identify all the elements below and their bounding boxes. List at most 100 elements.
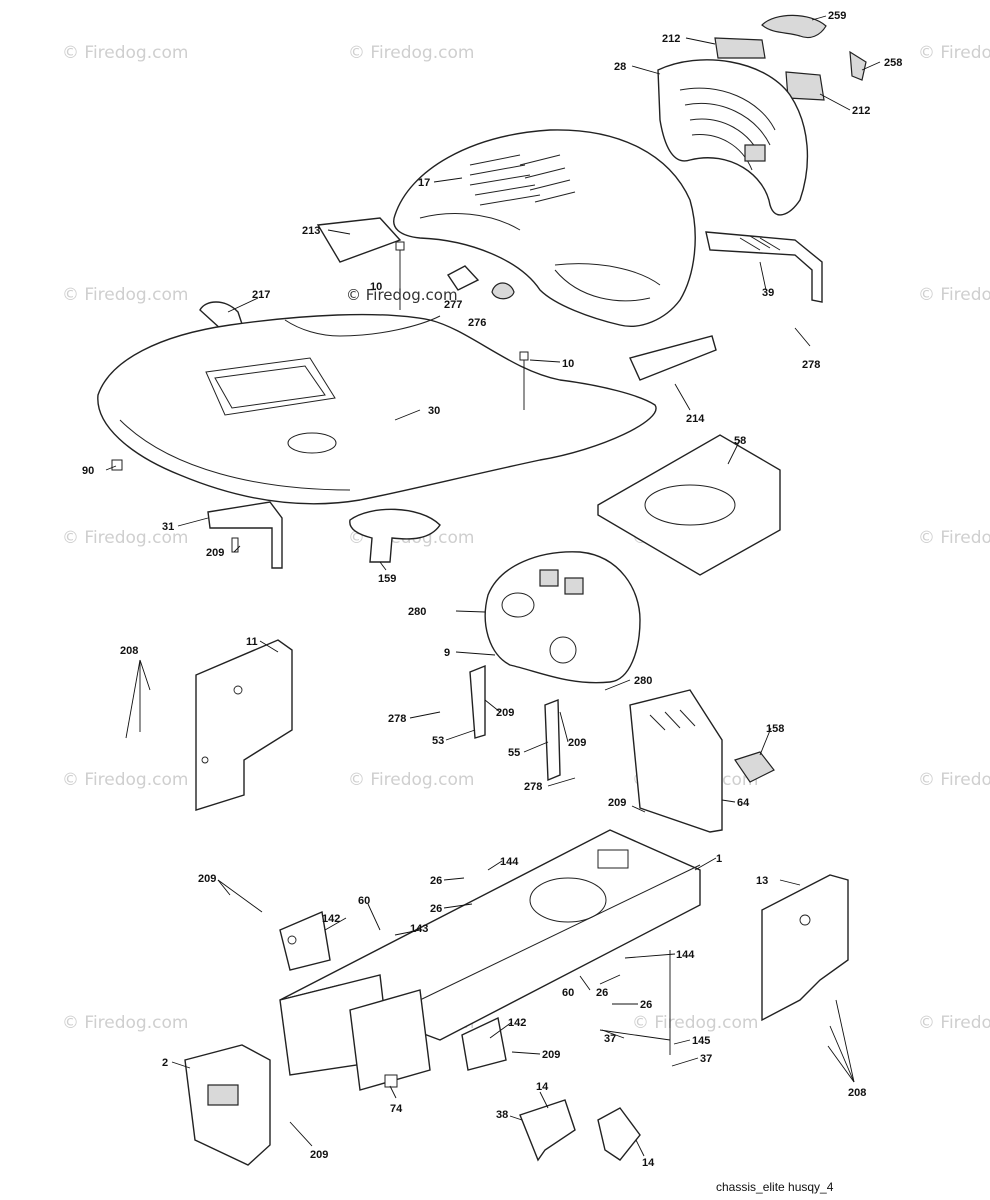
- part-277-boot: [446, 265, 480, 291]
- callout-142: 142: [322, 913, 340, 925]
- callout-208: 208: [120, 645, 138, 657]
- callout-276: 276: [468, 317, 486, 329]
- watermark-text: © Firedog.com: [62, 285, 188, 305]
- callout-209: 209: [198, 873, 216, 885]
- watermark-text: © Firedog.com: [918, 285, 990, 305]
- part-158-bracket: [734, 751, 775, 783]
- part-212-pad-upper: [714, 37, 766, 59]
- callout-209: 209: [568, 737, 586, 749]
- callout-209: 209: [496, 707, 514, 719]
- bolt-10-right: [519, 351, 529, 410]
- callout-208: 208: [848, 1087, 866, 1099]
- part-214-panel: [629, 335, 717, 381]
- watermark-text: © Firedog.com: [62, 528, 188, 548]
- watermark-text: © Firedog.com: [62, 1013, 188, 1033]
- part-55-bracket: [544, 698, 561, 782]
- part-53-bracket: [469, 664, 486, 739]
- callout-213: 213: [302, 225, 320, 237]
- part-258-clip: [849, 50, 867, 81]
- callout-212: 212: [662, 33, 680, 45]
- callout-14: 14: [536, 1081, 549, 1093]
- part-2-plate: [184, 1044, 271, 1166]
- part-213-shield: [316, 217, 402, 263]
- callout-26: 26: [430, 875, 442, 887]
- callout-39: 39: [762, 287, 774, 299]
- part-145-rod: [599, 950, 671, 1055]
- callouts: 259 212 28 258 212 17 213 10 277 276 217…: [82, 10, 902, 1169]
- callout-55: 55: [508, 747, 520, 759]
- callout-143: 143: [410, 923, 428, 935]
- callout-53: 53: [432, 735, 444, 747]
- callout-37: 37: [700, 1053, 712, 1065]
- callout-10: 10: [562, 358, 574, 370]
- part-1-frame: [279, 829, 701, 1041]
- callout-26: 26: [430, 903, 442, 915]
- callout-30: 30: [428, 405, 440, 417]
- watermark-text: © Firedog.com: [62, 43, 188, 63]
- callout-26: 26: [596, 987, 608, 999]
- callout-158: 158: [766, 723, 784, 735]
- callout-209: 209: [310, 1149, 328, 1161]
- callout-280: 280: [634, 675, 652, 687]
- callout-145: 145: [692, 1035, 710, 1047]
- callout-214: 214: [686, 413, 705, 425]
- callout-278: 278: [524, 781, 542, 793]
- callout-64: 64: [737, 797, 750, 809]
- bolt-10-left: [395, 241, 405, 310]
- callout-26: 26: [640, 999, 652, 1011]
- callout-90: 90: [82, 465, 94, 477]
- watermark-text: © Firedog.com: [632, 1013, 758, 1033]
- callout-17: 17: [418, 177, 430, 189]
- callout-13: 13: [756, 875, 768, 887]
- callout-142: 142: [508, 1017, 526, 1029]
- part-276-knob: [491, 282, 515, 300]
- callout-278: 278: [802, 359, 820, 371]
- callout-38: 38: [496, 1109, 508, 1121]
- part-58-pan: [597, 434, 781, 576]
- callout-280: 280: [408, 606, 426, 618]
- part-13-plate: [761, 874, 849, 1022]
- watermark-text: © Firedog.com: [918, 770, 990, 790]
- center-watermark-text: © Firedog.com: [346, 286, 458, 304]
- callout-60: 60: [358, 895, 370, 907]
- callout-144: 144: [676, 949, 695, 961]
- part-64-plate: [629, 689, 723, 833]
- callout-2: 2: [162, 1057, 168, 1069]
- callout-9: 9: [444, 647, 450, 659]
- part-31-bracket: [207, 501, 283, 569]
- callout-159: 159: [378, 573, 396, 585]
- callout-278: 278: [388, 713, 406, 725]
- part-143-plate: [279, 974, 431, 1091]
- callout-14: 14: [642, 1157, 655, 1169]
- part-74-nut: [384, 1074, 398, 1088]
- callout-212: 212: [852, 105, 870, 117]
- part-142-lower: [461, 1016, 507, 1071]
- part-159-cupholder: [349, 508, 441, 563]
- leader-lines: [105, 15, 881, 1157]
- callout-58: 58: [734, 435, 746, 447]
- watermark-text: © Firedog.com: [918, 43, 990, 63]
- callout-259: 259: [828, 10, 846, 22]
- part-9-dash: [484, 551, 641, 684]
- callout-60: 60: [562, 987, 574, 999]
- part-142-upper: [279, 911, 331, 971]
- watermark-text: © Firedog.com: [918, 528, 990, 548]
- watermark-text: © Firedog.com: [348, 43, 474, 63]
- callout-144: 144: [500, 856, 519, 868]
- callout-28: 28: [614, 61, 626, 73]
- callout-209: 209: [542, 1049, 560, 1061]
- callout-10: 10: [370, 281, 382, 293]
- part-212-pad-lower: [785, 71, 825, 101]
- part-259-lens: [761, 14, 827, 39]
- callout-11: 11: [246, 636, 258, 648]
- watermark-text: © Firedog.com: [918, 1013, 990, 1033]
- part-17-hood: [393, 129, 696, 327]
- callout-74: 74: [390, 1103, 403, 1115]
- part-14-link: [597, 1107, 641, 1161]
- part-30-fender: [97, 313, 657, 505]
- part-90-nut: [111, 459, 123, 471]
- callout-1: 1: [716, 853, 722, 865]
- part-39-bracket: [705, 231, 823, 303]
- callout-209: 209: [608, 797, 626, 809]
